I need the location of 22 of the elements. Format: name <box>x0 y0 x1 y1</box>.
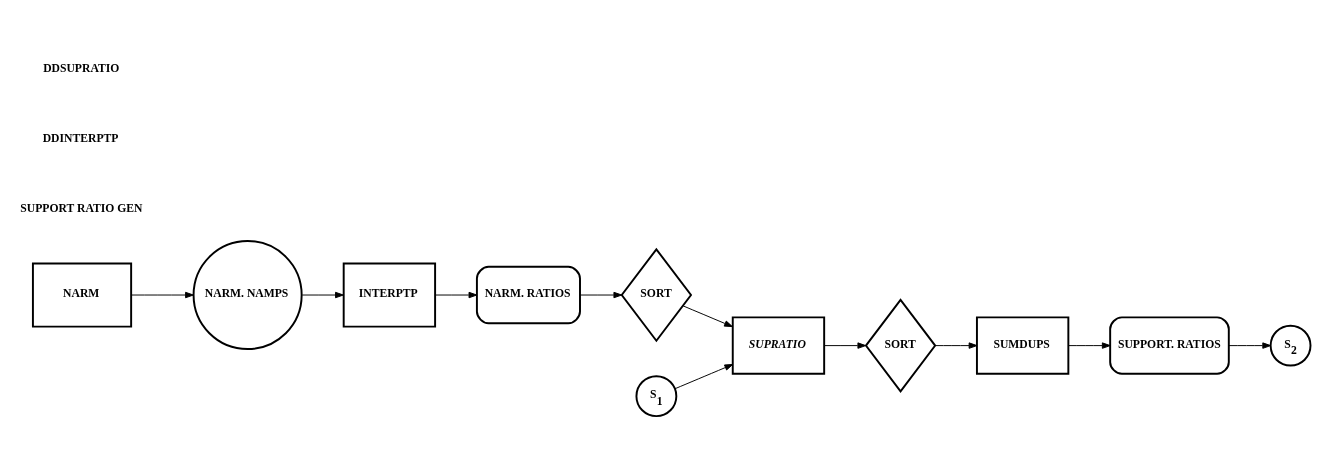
arrow <box>579 291 623 299</box>
node-diamond: SORT <box>620 247 693 343</box>
node-box: NARM <box>31 262 133 328</box>
node-box: SUPRATIO <box>731 316 826 375</box>
arrow <box>130 291 194 299</box>
arrow <box>823 342 867 349</box>
arrow <box>682 305 733 328</box>
node-box: NARM. RATIOS <box>475 265 581 325</box>
node-box: SUPPORT. RATIOS <box>1109 316 1230 375</box>
arrow <box>1228 342 1272 349</box>
arrow <box>1068 342 1111 349</box>
label: SUPPORT RATIO GEN <box>20 202 143 216</box>
arrow <box>934 342 978 349</box>
arrow <box>301 291 344 299</box>
node-circle: NARM. NAMPS <box>192 240 303 351</box>
label: DDSUPRATIO <box>43 62 120 76</box>
label: DDINTERPTP <box>42 132 119 146</box>
node-box: INTERPTP <box>342 262 437 328</box>
arrow <box>434 291 478 299</box>
arrow <box>674 363 734 390</box>
node-diamond: SORT <box>864 298 937 393</box>
node-box: SUMDUPS <box>975 316 1070 375</box>
